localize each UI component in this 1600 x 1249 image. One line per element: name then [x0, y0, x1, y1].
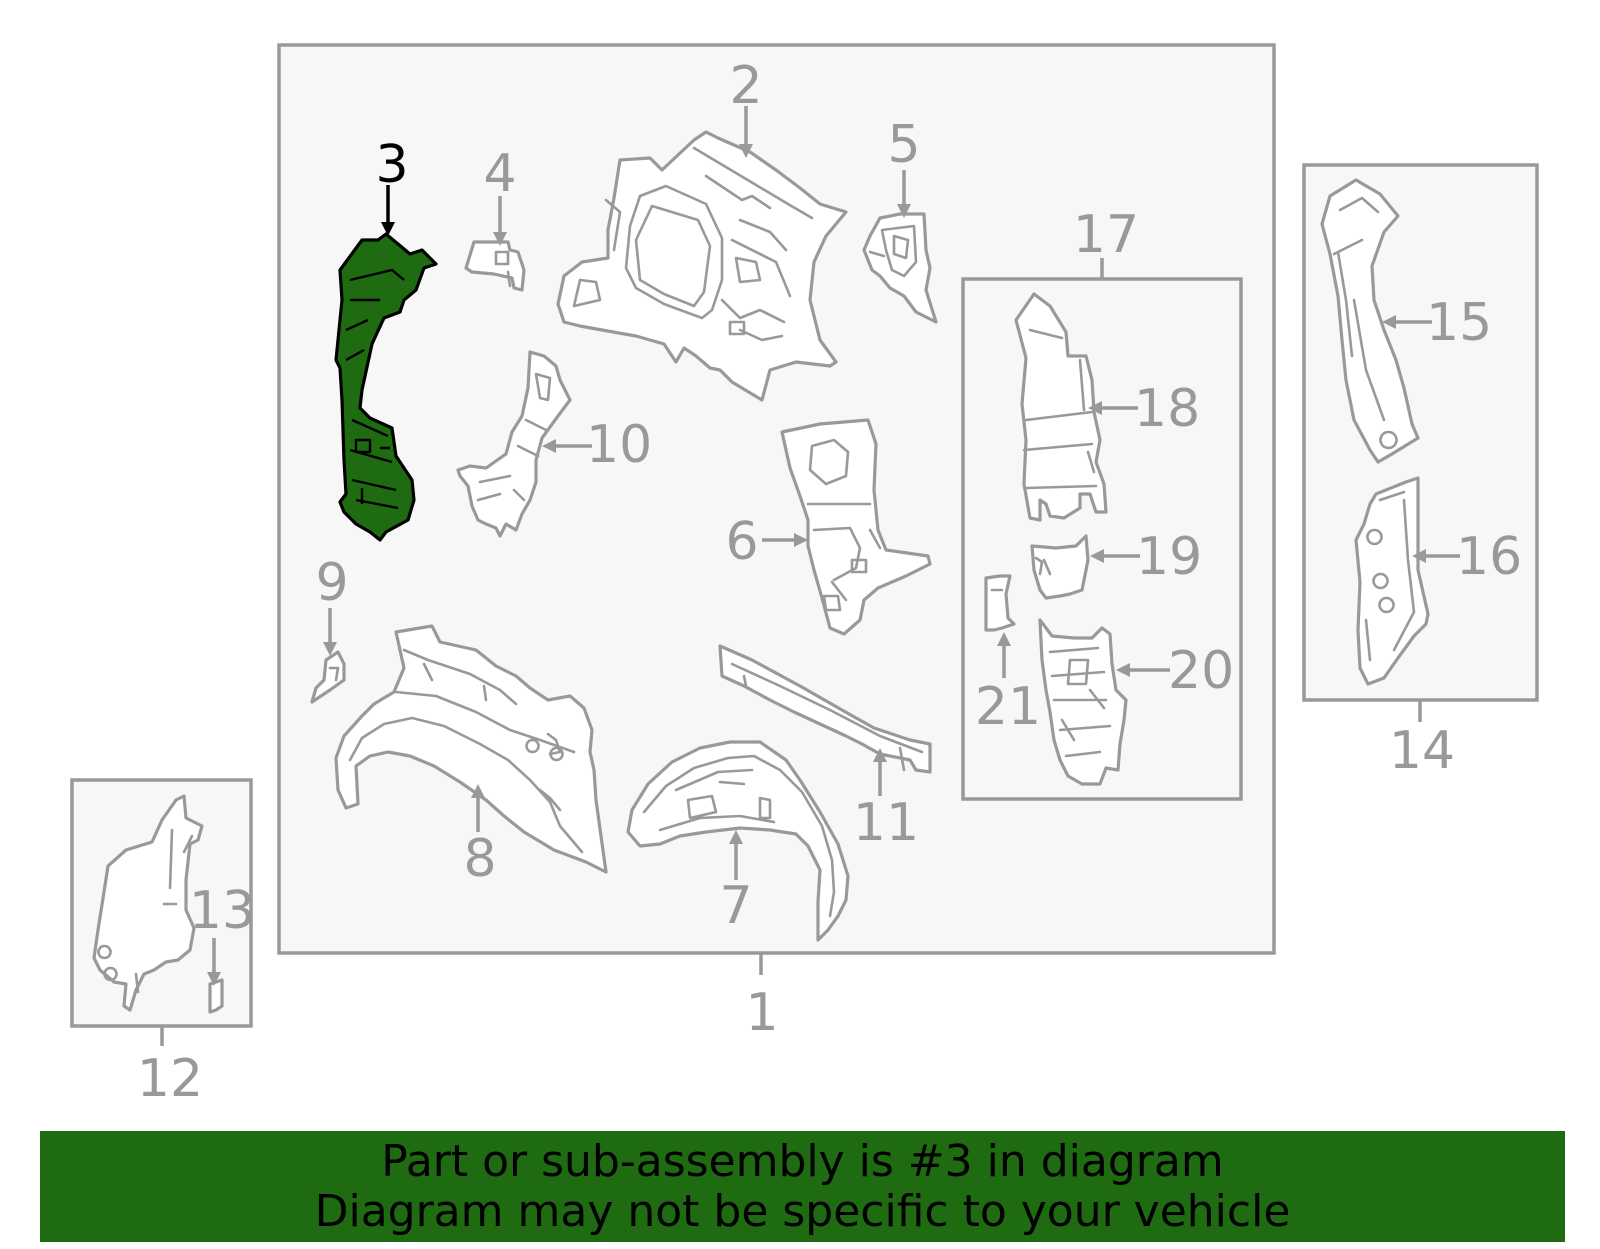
callout-13: 13 [189, 881, 255, 941]
part-7[interactable] [626, 740, 850, 942]
part-12[interactable] [92, 794, 204, 1012]
banner-line-disclaimer: Diagram may not be specific to your vehi… [314, 1186, 1291, 1237]
part-20[interactable] [1038, 618, 1128, 786]
callout-14: 14 [1389, 721, 1455, 781]
info-banner: Part or sub-assembly is #3 in diagram Di… [40, 1131, 1565, 1242]
callout-16: 16 [1456, 527, 1522, 587]
callout-19: 19 [1136, 527, 1202, 587]
callout-10: 10 [586, 415, 652, 475]
callout-15: 15 [1426, 293, 1492, 353]
leader-lines [207, 106, 1460, 986]
callout-2: 2 [729, 56, 762, 116]
callout-7: 7 [719, 876, 752, 936]
part-21[interactable] [984, 574, 1016, 632]
callout-9: 9 [315, 553, 348, 613]
callout-labels: 1 2 3 4 5 6 7 8 9 10 11 12 13 14 15 16 1… [137, 56, 1522, 1109]
callout-1: 1 [745, 983, 778, 1043]
callout-8: 8 [463, 829, 496, 889]
callout-3[interactable]: 3 [375, 135, 408, 195]
part-10[interactable] [456, 350, 572, 538]
callout-12: 12 [137, 1049, 203, 1109]
callout-20: 20 [1168, 641, 1234, 701]
banner-line-part: Part or sub-assembly is #3 in diagram [381, 1136, 1224, 1187]
part-4[interactable] [464, 240, 526, 292]
callout-6: 6 [725, 512, 758, 572]
part-6[interactable] [780, 418, 932, 636]
part-15[interactable] [1320, 178, 1420, 464]
part-16[interactable] [1354, 476, 1430, 686]
part-9[interactable] [310, 650, 346, 704]
part-8[interactable] [334, 624, 608, 874]
part-18[interactable] [1014, 292, 1108, 522]
callout-4: 4 [483, 144, 516, 204]
part-19[interactable] [1030, 534, 1090, 600]
part-11[interactable] [718, 644, 932, 774]
part-5[interactable] [862, 212, 938, 324]
part-13[interactable] [208, 978, 224, 1014]
callout-5: 5 [887, 115, 920, 175]
callout-18: 18 [1134, 379, 1200, 439]
callout-17: 17 [1073, 205, 1139, 265]
part-3-highlighted[interactable] [334, 232, 438, 542]
callout-11: 11 [853, 793, 919, 853]
callout-21: 21 [975, 677, 1041, 737]
part-2[interactable] [556, 130, 848, 402]
